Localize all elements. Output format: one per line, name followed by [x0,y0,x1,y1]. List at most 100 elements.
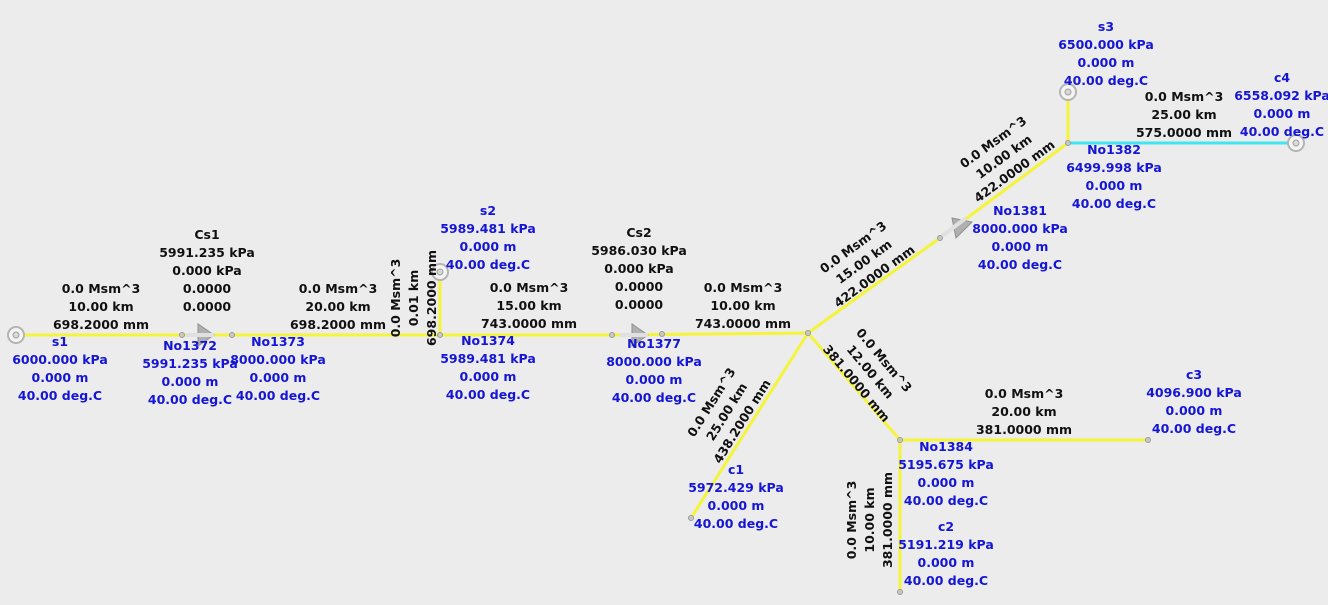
node-dot-no1382[interactable] [1065,140,1071,146]
node-pressure: 6499.998 kPa [1066,160,1162,175]
pipe-flow: 0.0 Msm^3 [298,281,378,296]
pipe-junction-no1384[interactable] [806,331,902,442]
node-label-no1381: No1381 8000.000 kPa 0.000 m 40.00 deg.C [972,202,1068,274]
node-dot-c1[interactable] [688,515,694,521]
node-name: s1 [51,334,69,349]
node-temperature: 40.00 deg.C [693,516,779,531]
pipe-diameter: 381.0000 mm [880,471,895,569]
node-pressure: 8000.000 kPa [606,354,702,369]
pipe-label-c2: 0.0 Msm^3 10.00 km 381.0000 mm [843,472,897,568]
node-name: No1381 [993,203,1047,218]
node-pressure: 5989.481 kPa [440,221,536,236]
node-pressure: 5989.481 kPa [440,351,536,366]
pipe-flow: 0.0 Msm^3 [844,480,859,560]
node-name: c1 [727,462,745,477]
compressor-value: 0.0000 [614,297,664,312]
node-label-no1377: No1377 8000.000 kPa 0.000 m 40.00 deg.C [606,335,702,407]
sink-icon-c4[interactable] [1287,134,1305,152]
node-temperature: 40.00 deg.C [1239,124,1325,139]
node-temperature: 40.00 deg.C [903,573,989,588]
node-elevation: 0.000 m [625,372,683,387]
pipe-diameter: 698.2000 mm [424,249,439,347]
node-elevation: 0.000 m [161,374,219,389]
node-pressure: 8000.000 kPa [230,352,326,367]
compressor-value: 0.0000 [614,279,664,294]
compressor-icon-cs1[interactable] [186,323,215,347]
node-dot-no1374[interactable] [437,332,443,338]
node-dot-no1381[interactable] [937,235,943,241]
node-name: No1384 [919,439,973,454]
node-dot-no1377b[interactable] [659,331,665,337]
node-pressure: 6558.092 kPa [1234,88,1328,103]
node-temperature: 40.00 deg.C [17,388,103,403]
node-dot-no1377[interactable] [609,332,615,338]
pipe-length: 20.00 km [991,404,1057,419]
node-elevation: 0.000 m [1165,403,1223,418]
pipe-flow: 0.0 Msm^3 [1144,89,1224,104]
node-temperature: 40.00 deg.C [611,390,697,405]
node-pressure: 4096.900 kPa [1146,385,1242,400]
node-elevation: 0.000 m [917,475,975,490]
node-name: No1373 [251,334,305,349]
node-label-c3: c3 4096.900 kPa 0.000 m 40.00 deg.C [1146,366,1242,438]
node-name: No1372 [163,338,217,353]
pipe-flow: 0.0 Msm^3 [61,281,141,296]
node-label-c1: c1 5972.429 kPa 0.000 m 40.00 deg.C [688,461,784,533]
compressor-value: 0.000 kPa [604,261,674,276]
pipe-label-c3: 0.0 Msm^3 20.00 km 381.0000 mm [976,385,1072,439]
node-elevation: 0.000 m [1253,106,1311,121]
pipe-diameter: 381.0000 mm [975,422,1073,437]
compressor-value: 0.000 kPa [172,263,242,278]
node-elevation: 0.000 m [249,370,307,385]
node-name: No1374 [461,333,515,348]
node-elevation: 0.000 m [917,555,975,570]
node-pressure: 5991.235 kPa [142,356,238,371]
pipe-flow: 0.0 Msm^3 [388,258,403,338]
node-dot-c2[interactable] [897,589,903,595]
source-icon-s1[interactable] [7,326,25,344]
compressor-name: Cs2 [626,225,652,240]
node-label-no1384: No1384 5195.675 kPa 0.000 m 40.00 deg.C [898,438,994,510]
node-label-s3: s3 6500.000 kPa 0.000 m 40.00 deg.C [1058,18,1154,90]
node-name: No1377 [627,336,681,351]
node-pressure: 6500.000 kPa [1058,37,1154,52]
compressor-value: 5991.235 kPa [159,245,255,260]
pipe-length: 10.00 km [862,487,877,553]
node-label-s1: s1 6000.000 kPa 0.000 m 40.00 deg.C [12,333,108,405]
node-temperature: 40.00 deg.C [977,257,1063,272]
node-name: s3 [1097,19,1115,34]
pipe-length: 25.00 km [1151,107,1217,122]
node-elevation: 0.000 m [991,239,1049,254]
node-dot-no1384[interactable] [897,437,903,443]
source-icon-s2[interactable] [431,263,449,281]
pipe-junction-c1[interactable] [689,331,810,520]
node-temperature: 40.00 deg.C [445,387,531,402]
pipe-label-1373: 0.0 Msm^3 20.00 km 698.2000 mm [290,280,386,334]
pipe-junction-no1381[interactable] [806,236,942,335]
node-label-c2: c2 5191.219 kPa 0.000 m 40.00 deg.C [898,518,994,590]
node-dot-c3[interactable] [1145,437,1151,443]
node-temperature: 40.00 deg.C [1071,196,1157,211]
node-dot-junction[interactable] [805,330,811,336]
node-elevation: 0.000 m [1085,178,1143,193]
node-name: c2 [937,519,955,534]
node-elevation: 0.000 m [31,370,89,385]
source-symbols [7,83,1305,344]
pipe-diameter: 575.0000 mm [1135,125,1233,140]
compressor-name: Cs1 [194,227,220,242]
pipe-length: 10.00 km [710,298,776,313]
pipe-label-s1: 0.0 Msm^3 10.00 km 698.2000 mm [53,280,149,334]
pipe-length: 0.01 km [406,269,421,327]
compressor-icon-cs2[interactable] [620,323,649,347]
node-label-no1373: No1373 8000.000 kPa 0.000 m 40.00 deg.C [230,333,326,405]
node-dot-no1372[interactable] [179,332,185,338]
node-elevation: 0.000 m [459,369,517,384]
node-dots [179,140,1151,595]
compressor-icon-no1381[interactable] [940,216,974,240]
node-temperature: 40.00 deg.C [445,257,531,272]
source-icon-s3[interactable] [1059,83,1077,101]
node-dot-no1373[interactable] [229,332,235,338]
pipe-label-s2: 0.0 Msm^3 0.01 km 698.2000 mm [387,250,441,346]
pipe-label-1374: 0.0 Msm^3 15.00 km 743.0000 mm [481,279,577,333]
pipe-flow: 0.0 Msm^3 [703,280,783,295]
